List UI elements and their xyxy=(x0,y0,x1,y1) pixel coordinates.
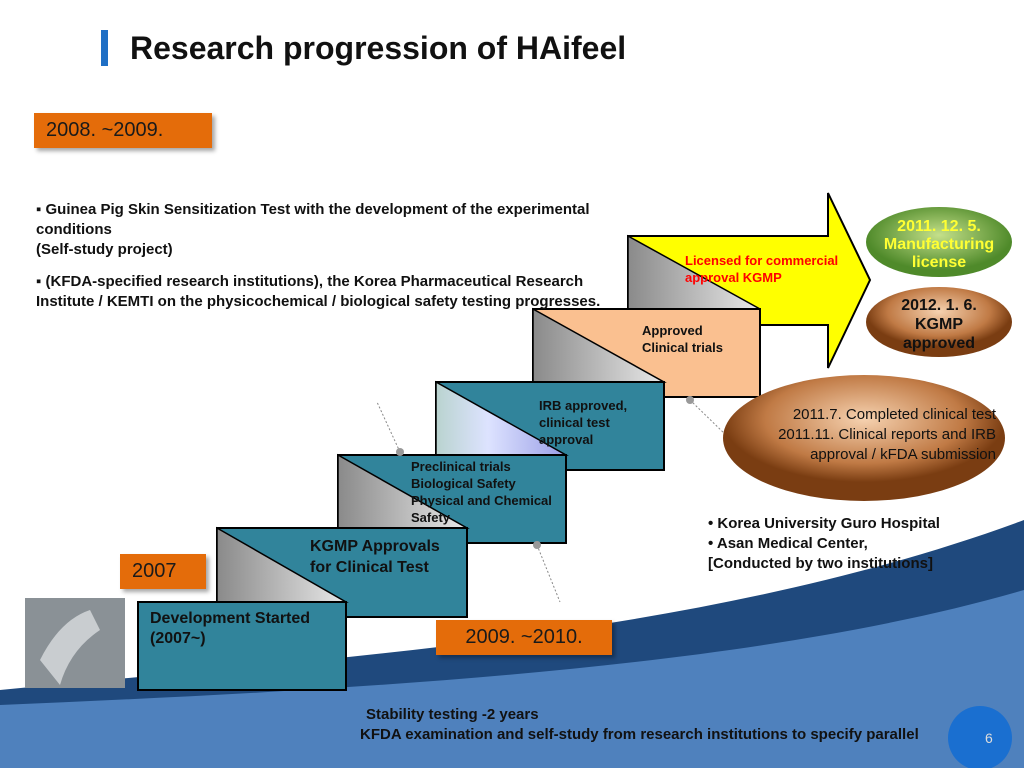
period-tag-2009: 2009. ~2010. xyxy=(436,620,612,655)
bullet-2: ▪ (KFDA-specified research institutions)… xyxy=(36,273,601,310)
period-tag-2007: 2007 xyxy=(120,554,206,589)
wave-light xyxy=(0,590,1024,768)
footer-stability: Stability testing -2 years xyxy=(366,706,539,723)
title-accent xyxy=(101,30,108,66)
page-badge xyxy=(948,706,1012,768)
institutions-list: • Korea University Guro Hospital• Asan M… xyxy=(708,515,940,572)
ellipse-big xyxy=(723,375,1005,501)
step-development-started: Development Started(2007~) xyxy=(150,610,311,647)
period-tag-2008: 2008. ~2009. xyxy=(34,113,212,148)
page-title: Research progression of HAifeel xyxy=(130,30,627,66)
bullet-1: ▪ Guinea Pig Skin Sensitization Test wit… xyxy=(36,201,590,258)
page-number: 6 xyxy=(985,730,993,746)
ellipse-brown xyxy=(866,287,1012,357)
ellipse-green xyxy=(866,207,1012,277)
footer-kfda: KFDA examination and self-study from res… xyxy=(360,726,919,743)
